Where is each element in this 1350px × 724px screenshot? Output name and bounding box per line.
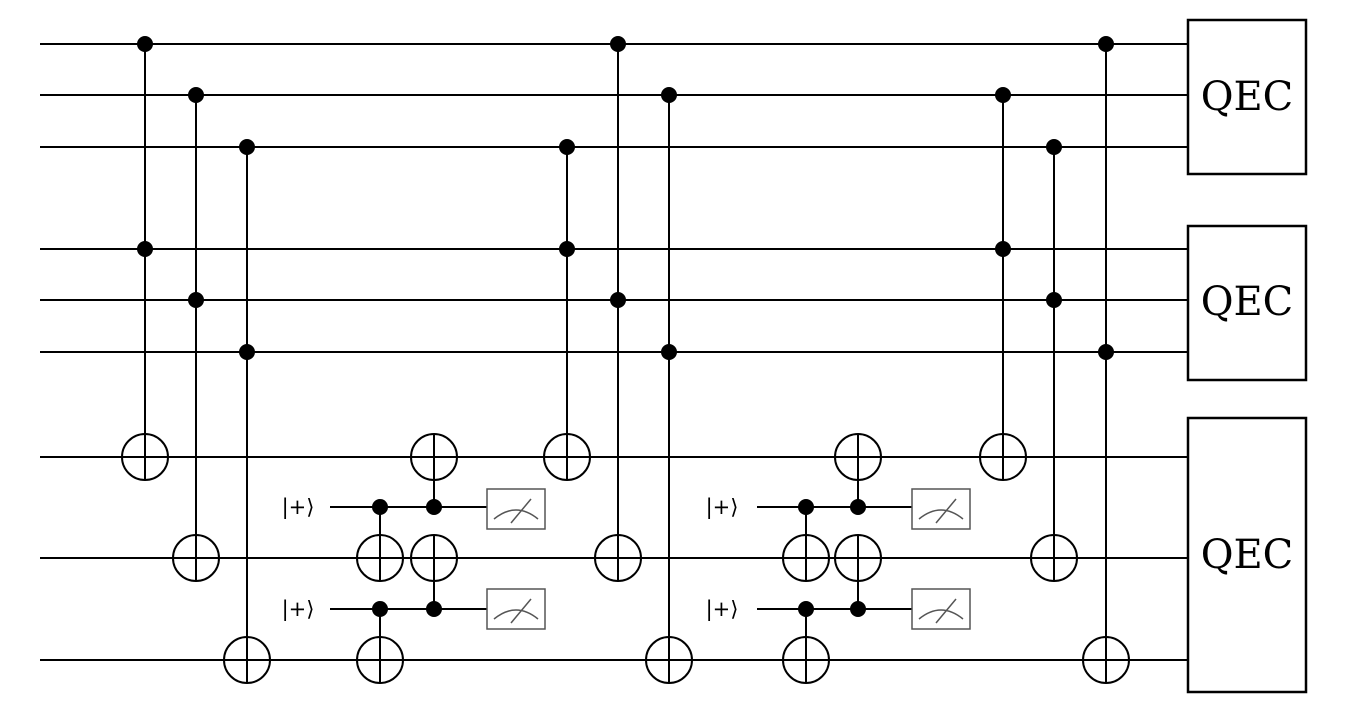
cnot-target bbox=[645, 636, 693, 684]
cnot-target bbox=[410, 534, 458, 582]
control-dot bbox=[188, 292, 204, 308]
cnot-target bbox=[782, 636, 830, 684]
control-dot bbox=[661, 344, 677, 360]
qec-label: QEC bbox=[1201, 532, 1294, 578]
qec-box bbox=[1186, 18, 1308, 176]
control-dot bbox=[1098, 36, 1114, 52]
qec-box bbox=[1186, 416, 1308, 694]
control-dot bbox=[188, 87, 204, 103]
qec-block: QEC bbox=[1186, 224, 1308, 382]
control-dot bbox=[372, 601, 388, 617]
cnot-target bbox=[356, 636, 404, 684]
control-dot bbox=[559, 241, 575, 257]
measurement-meter-icon bbox=[911, 588, 971, 630]
control-dot bbox=[1046, 292, 1062, 308]
qec-block: QEC bbox=[1186, 18, 1308, 176]
ket-plus-label: |+⟩ bbox=[706, 495, 739, 520]
cnot-target bbox=[782, 534, 830, 582]
cnot-target bbox=[121, 433, 169, 481]
control-dot bbox=[995, 241, 1011, 257]
cnot-target bbox=[223, 636, 271, 684]
control-dot bbox=[610, 36, 626, 52]
control-dot bbox=[426, 601, 442, 617]
control-dot bbox=[995, 87, 1011, 103]
cnot-target bbox=[1082, 636, 1130, 684]
measurement-meter-icon bbox=[486, 488, 546, 530]
qec-label: QEC bbox=[1201, 279, 1294, 325]
cnot-target bbox=[979, 433, 1027, 481]
control-dot bbox=[610, 292, 626, 308]
cnot-target bbox=[356, 534, 404, 582]
control-dot bbox=[798, 601, 814, 617]
ancilla-preparations: |+⟩ |+⟩ |+⟩ |+⟩ bbox=[282, 495, 739, 622]
control-dot bbox=[798, 499, 814, 515]
control-dot bbox=[239, 139, 255, 155]
ket-plus-label: |+⟩ bbox=[282, 495, 315, 520]
qec-box bbox=[1186, 224, 1308, 382]
cnot-target bbox=[410, 433, 458, 481]
qec-label: QEC bbox=[1201, 74, 1294, 120]
ancilla-wires bbox=[330, 506, 912, 610]
control-dot bbox=[850, 601, 866, 617]
control-dot bbox=[850, 499, 866, 515]
control-dot bbox=[239, 344, 255, 360]
qec-blocks: QEC QEC QEC bbox=[1186, 18, 1308, 694]
cnot-target bbox=[172, 534, 220, 582]
cnot-target bbox=[543, 433, 591, 481]
control-dot bbox=[137, 36, 153, 52]
cnot-target bbox=[1030, 534, 1078, 582]
control-dot bbox=[372, 499, 388, 515]
control-dot bbox=[426, 499, 442, 515]
measurement-meter-icon bbox=[486, 588, 546, 630]
gates bbox=[121, 36, 1130, 684]
ket-plus-label: |+⟩ bbox=[706, 597, 739, 622]
cnot-target bbox=[834, 433, 882, 481]
control-dot bbox=[137, 241, 153, 257]
control-dot bbox=[1046, 139, 1062, 155]
cnot-target bbox=[594, 534, 642, 582]
measurements bbox=[486, 488, 971, 630]
measurement-meter-icon bbox=[911, 488, 971, 530]
ket-plus-label: |+⟩ bbox=[282, 597, 315, 622]
control-dot bbox=[661, 87, 677, 103]
control-dot bbox=[1098, 344, 1114, 360]
control-dot bbox=[559, 139, 575, 155]
cnot-target bbox=[834, 534, 882, 582]
qec-block: QEC bbox=[1186, 416, 1308, 694]
